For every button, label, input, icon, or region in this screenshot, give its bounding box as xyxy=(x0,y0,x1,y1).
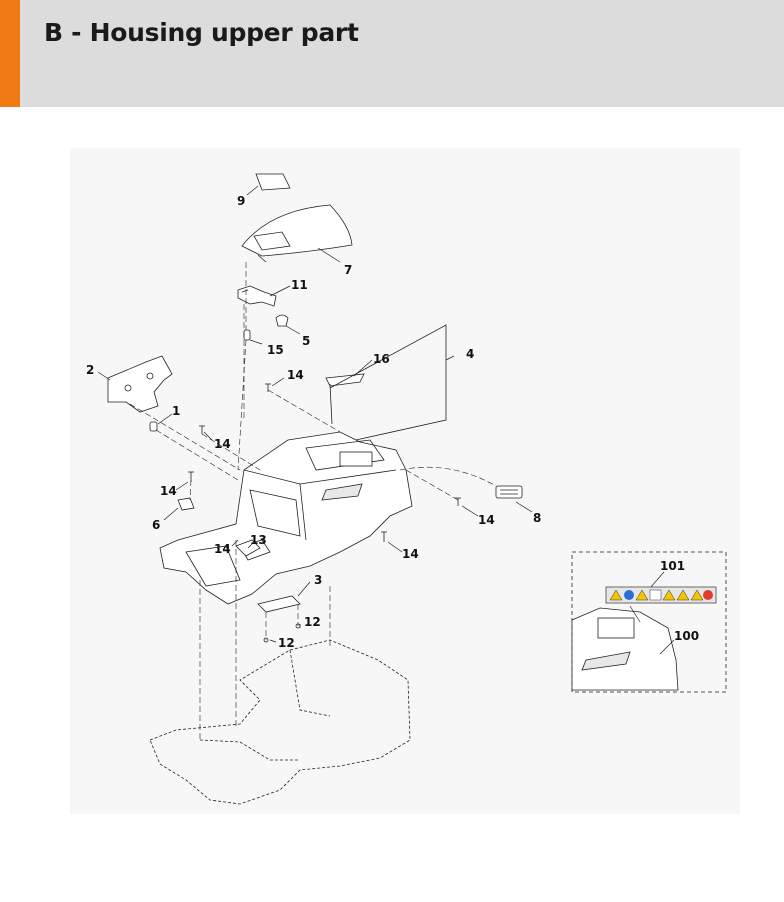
manual-icon xyxy=(624,590,634,600)
callout-14: 14 xyxy=(478,513,495,527)
part-clip-11 xyxy=(237,285,277,307)
inset-housing-100 xyxy=(571,607,679,691)
callout-11: 11 xyxy=(291,278,308,292)
leader-lines xyxy=(97,185,675,655)
assembly-lines xyxy=(129,262,497,740)
callout-100: 100 xyxy=(674,629,699,643)
callout-12: 12 xyxy=(278,636,295,650)
warning-icon xyxy=(609,589,623,601)
callout-8: 8 xyxy=(533,511,541,525)
part-pin-15 xyxy=(243,329,251,341)
callout-labels: 9 7 11 5 15 16 4 2 1 14 14 14 6 14 13 3 … xyxy=(86,194,699,650)
callout-15: 15 xyxy=(267,343,284,357)
callout-14: 14 xyxy=(160,484,177,498)
part-1 xyxy=(149,421,158,432)
callout-101: 101 xyxy=(660,559,685,573)
page-title: B - Housing upper part xyxy=(44,18,359,47)
callout-14: 14 xyxy=(287,368,304,382)
callout-7: 7 xyxy=(344,263,352,277)
chassis-outline xyxy=(149,639,411,805)
warning-label-101 xyxy=(605,586,717,604)
callout-16: 16 xyxy=(373,352,390,366)
header-accent-bar xyxy=(0,0,20,107)
callout-9: 9 xyxy=(237,194,245,208)
distance-icon xyxy=(649,589,662,601)
callout-3: 3 xyxy=(314,573,322,587)
part-bracket-2 xyxy=(107,355,173,413)
warning-icon xyxy=(635,589,649,601)
part-label-plate-9 xyxy=(255,173,291,191)
warning-icon xyxy=(690,589,704,601)
callout-14: 14 xyxy=(214,542,231,556)
part-5 xyxy=(275,314,289,327)
callout-6: 6 xyxy=(152,518,160,532)
callout-14: 14 xyxy=(214,437,231,451)
warning-icon xyxy=(662,589,676,601)
page-header: B - Housing upper part xyxy=(0,0,784,107)
part-housing-4 xyxy=(159,431,413,605)
callout-2: 2 xyxy=(86,363,94,377)
callout-1: 1 xyxy=(172,404,180,418)
callout-5: 5 xyxy=(302,334,310,348)
part-16 xyxy=(325,373,365,425)
part-top-cover-7 xyxy=(241,204,353,263)
warning-icon xyxy=(676,589,690,601)
part-connector-8 xyxy=(495,485,523,499)
callout-4: 4 xyxy=(466,347,474,361)
callout-12: 12 xyxy=(304,615,321,629)
callout-14: 14 xyxy=(402,547,419,561)
part-6 xyxy=(177,497,195,511)
part-plate-3 xyxy=(257,595,301,613)
prohibited-icon xyxy=(703,590,713,600)
callout-13: 13 xyxy=(250,533,267,547)
